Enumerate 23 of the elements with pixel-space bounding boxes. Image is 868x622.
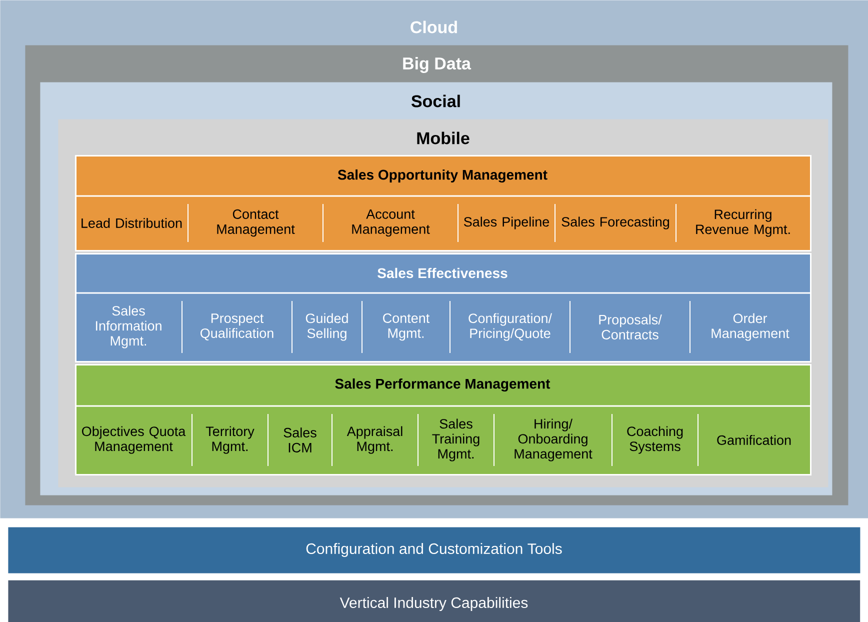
capability-cell: Sales Forecasting — [562, 216, 670, 230]
capability-cell: Sales ICM — [284, 428, 316, 452]
capability-cell: Guided Selling — [306, 313, 348, 341]
capability-cell: Appraisal Mgmt. — [346, 426, 402, 454]
capability-cell: Hiring/ Onboarding Management — [514, 418, 592, 462]
capability-cell: Objectives Quota Management — [82, 426, 186, 454]
capability-cell: Account Management — [352, 209, 430, 237]
capability-cell: Prospect Qualification — [200, 314, 274, 340]
capability-cell: Lead Distribution — [82, 218, 182, 228]
capability-cell: Sales Pipeline — [464, 216, 550, 230]
capability-cell: Territory Mgmt. — [206, 426, 254, 454]
capability-cell: Coaching Systems — [627, 426, 683, 454]
capability-cell: Sales Training Mgmt. — [432, 418, 480, 462]
capability-cell: Proposals/ Contracts — [599, 314, 662, 340]
capability-cell: Sales Information Mgmt. — [96, 306, 162, 348]
capability-bar: Configuration and Customization Tools — [8, 527, 860, 574]
capability-cell: Contact Management — [217, 209, 295, 237]
capability-cell: Content Mgmt. — [383, 313, 430, 341]
capability-bar: Vertical Industry Capabilities — [8, 580, 860, 622]
capability-cell: Order Management — [712, 313, 790, 341]
capability-cell: Gamification — [717, 435, 791, 445]
capability-cell: Recurring Revenue Mgmt. — [696, 209, 790, 237]
capability-cell: Configuration/ Pricing/Quote — [468, 313, 552, 341]
